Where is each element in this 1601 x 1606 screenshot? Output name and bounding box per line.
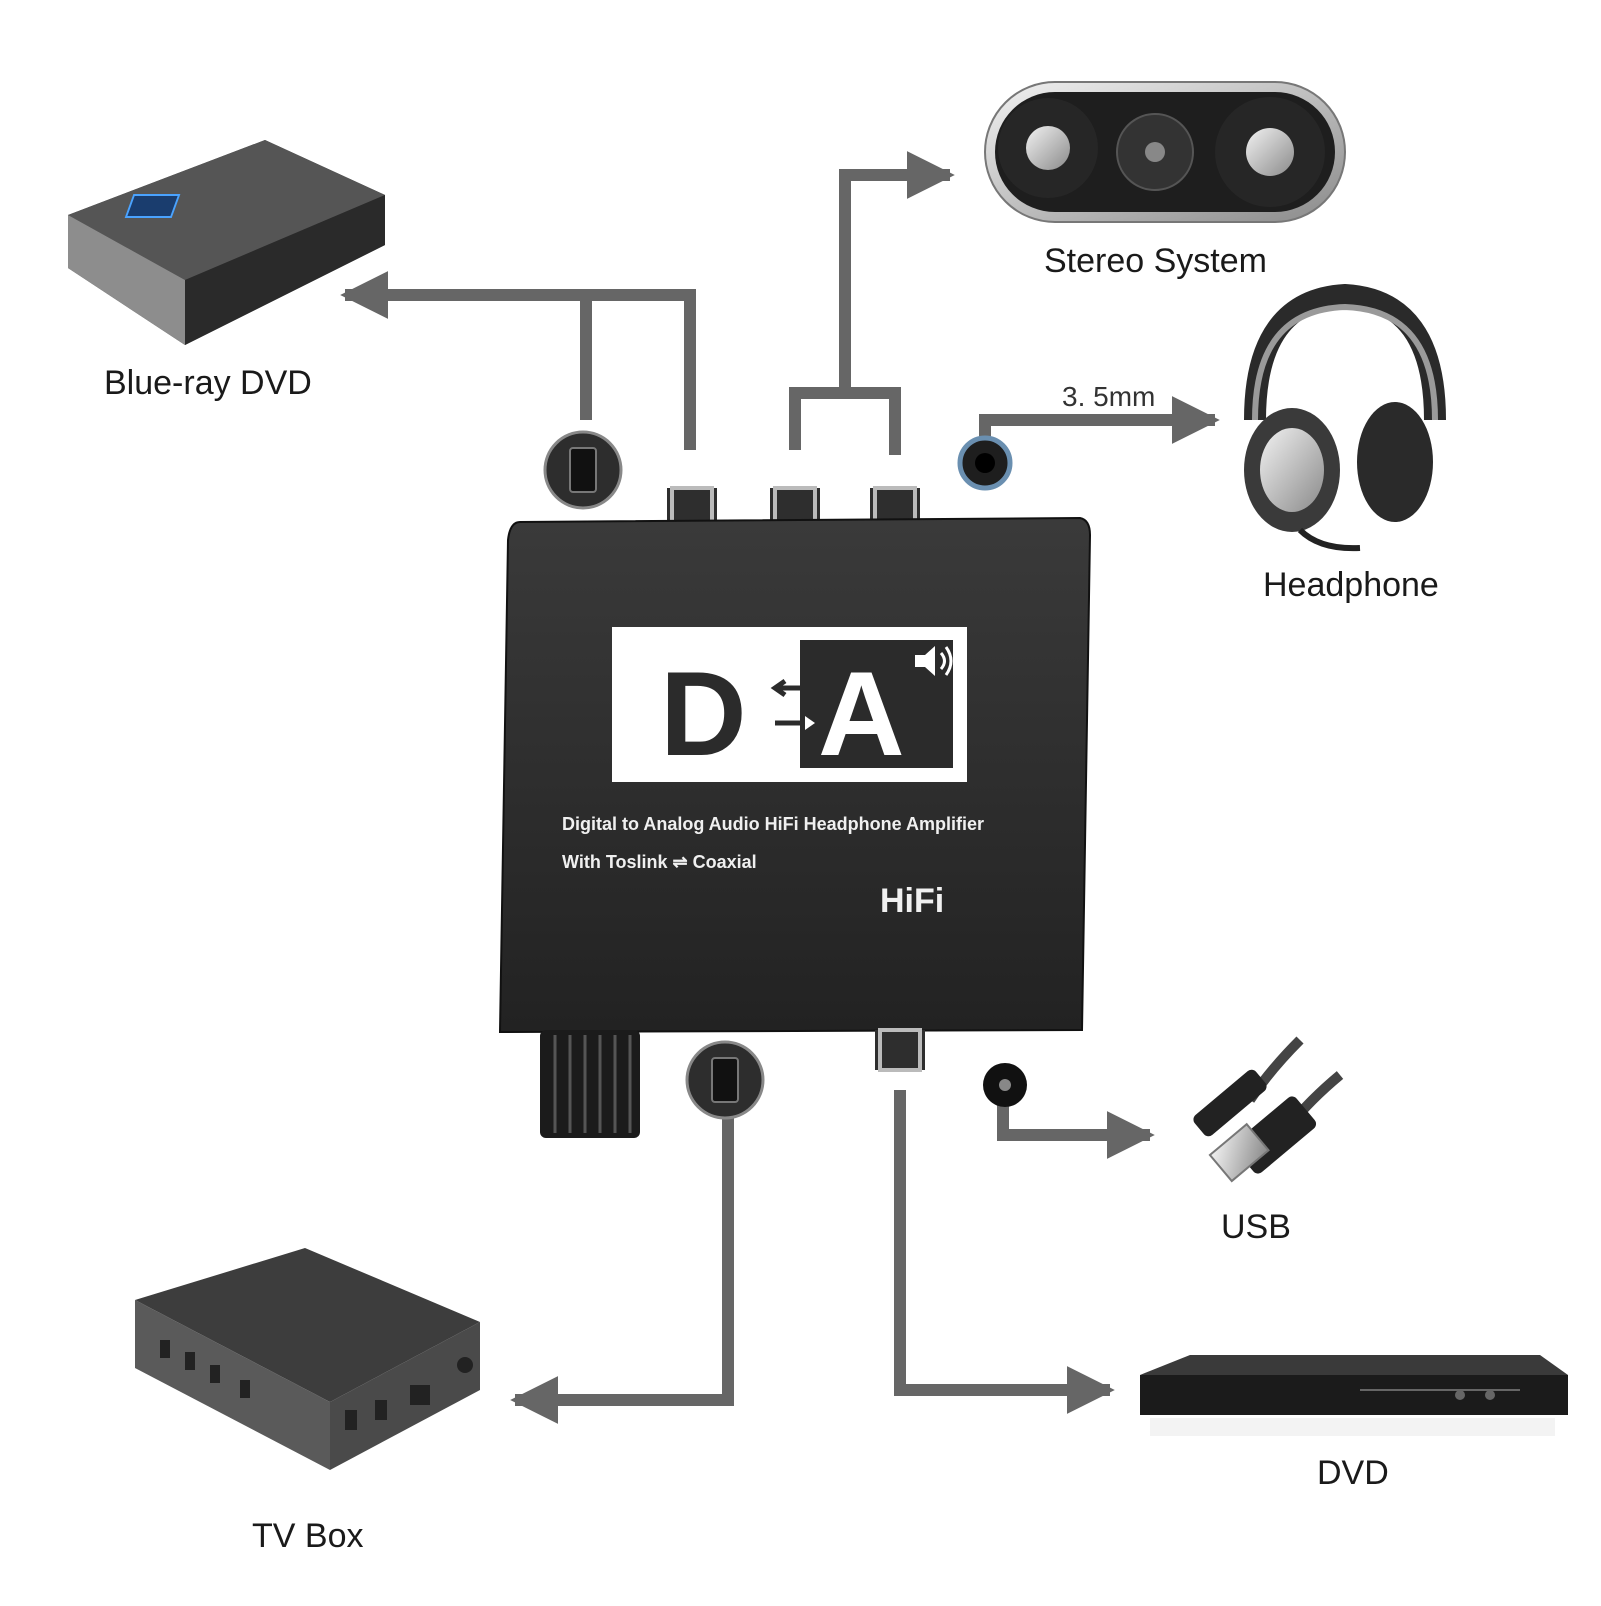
dvd-label: DVD [1317, 1454, 1389, 1492]
hifi-badge: HiFi [880, 882, 944, 920]
headphone-label: Headphone [1263, 566, 1439, 604]
stereo-line [789, 387, 901, 455]
bluray-line [580, 289, 696, 450]
usb-label: USB [1221, 1208, 1291, 1246]
dac-converter: D A Digital to Analog Audio HiFi Headpho… [498, 516, 1092, 1034]
converter-description: Digital to Analog Audio HiFi Headphone A… [562, 814, 984, 834]
headphone-arrow [979, 396, 1220, 450]
bottom-ports [540, 1028, 1027, 1138]
logo-a: A [818, 647, 905, 781]
tvbox-arrow [510, 1110, 734, 1424]
converter-subtitle: With Toslink ⇌ Coaxial [562, 852, 757, 872]
dvd-arrow [894, 1090, 1115, 1414]
top-ports [543, 430, 1013, 530]
usb-arrow [997, 1090, 1155, 1159]
blu-ray-player-icon [68, 140, 385, 345]
usb-cable-icon [1193, 1036, 1344, 1183]
stereo-arrow [839, 151, 955, 393]
coax-port-bottom [875, 1030, 925, 1070]
logo-arrows [770, 678, 805, 726]
speaker-icon [915, 646, 953, 676]
connector-size-label: 3. 5mm [1062, 381, 1156, 412]
headphone-icon [1244, 283, 1446, 552]
logo-d: D [660, 647, 747, 781]
bluray-label: Blue-ray DVD [104, 364, 312, 402]
dvd-player-icon [1140, 1355, 1568, 1436]
tvbox-label: TV Box [252, 1517, 364, 1555]
tv-box-icon [135, 1248, 480, 1470]
stereo-label: Stereo System [1044, 242, 1267, 280]
stereo-speaker-icon [984, 81, 1346, 223]
